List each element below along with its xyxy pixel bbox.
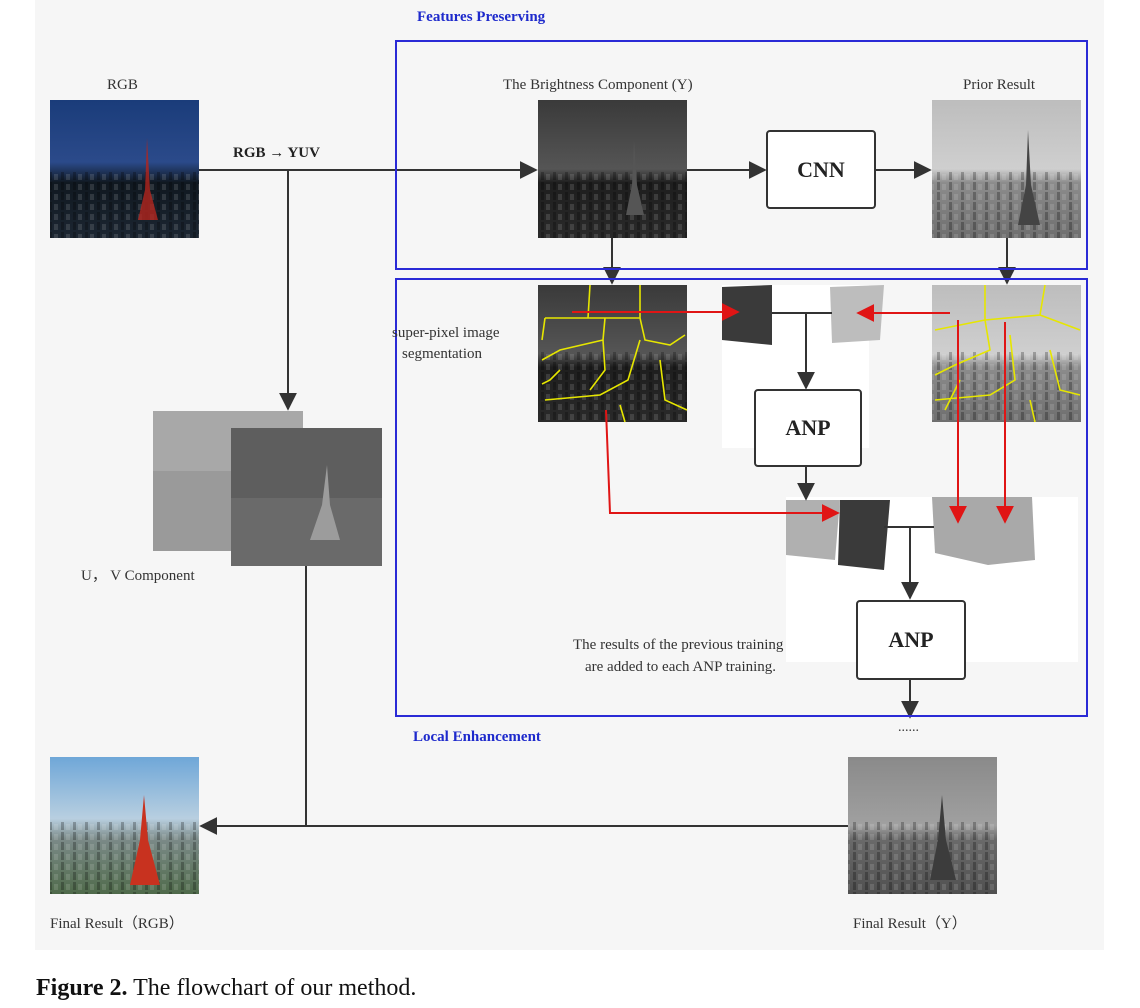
rgb-to-yuv-label: RGB → YUV — [233, 145, 320, 161]
local-enhancement-frame — [395, 278, 1088, 717]
red-arrow-y-to-patch-2 — [605, 409, 840, 522]
brightness-image — [538, 100, 687, 238]
anp-box-2: ANP — [856, 600, 966, 680]
cnn-box: CNN — [766, 130, 876, 209]
ellipsis-label: ...... — [898, 720, 919, 735]
superpixel-prior-image — [932, 284, 1081, 423]
figure-caption-text: The flowchart of our method. — [133, 975, 417, 1001]
red-connectors — [572, 303, 1014, 524]
superpixel-label-line1: super-pixel image — [392, 325, 500, 341]
final-y-label: Final Result（Y） — [853, 916, 967, 932]
figure-caption: Figure 2. The flowchart of our method. — [36, 975, 416, 1002]
local-enhancement-label: Local Enhancement — [413, 729, 541, 745]
uv-component-label: U， V Component — [81, 568, 195, 584]
prior-result-label: Prior Result — [963, 77, 1036, 93]
superpixel-label-line2: segmentation — [402, 346, 482, 362]
features-preserving-label: Features Preserving — [417, 9, 546, 25]
uv-component-images — [153, 411, 382, 566]
rgb-input-image — [50, 100, 199, 238]
note-line1: The results of the previous training — [573, 637, 784, 653]
note-line2: are added to each ANP training. — [585, 659, 777, 675]
rgb-label: RGB — [107, 77, 138, 93]
figure-caption-prefix: Figure 2. — [36, 975, 128, 1001]
brightness-label: The Brightness Component (Y) — [503, 77, 693, 93]
superpixel-y-image — [538, 284, 688, 423]
features-preserving-frame — [395, 40, 1088, 270]
final-rgb-image — [50, 757, 199, 894]
gray-connectors — [199, 161, 1016, 835]
final-y-image — [848, 757, 997, 894]
anp-box-1: ANP — [754, 389, 862, 467]
final-rgb-label: Final Result（RGB） — [50, 916, 184, 932]
prior-result-image — [932, 100, 1081, 238]
